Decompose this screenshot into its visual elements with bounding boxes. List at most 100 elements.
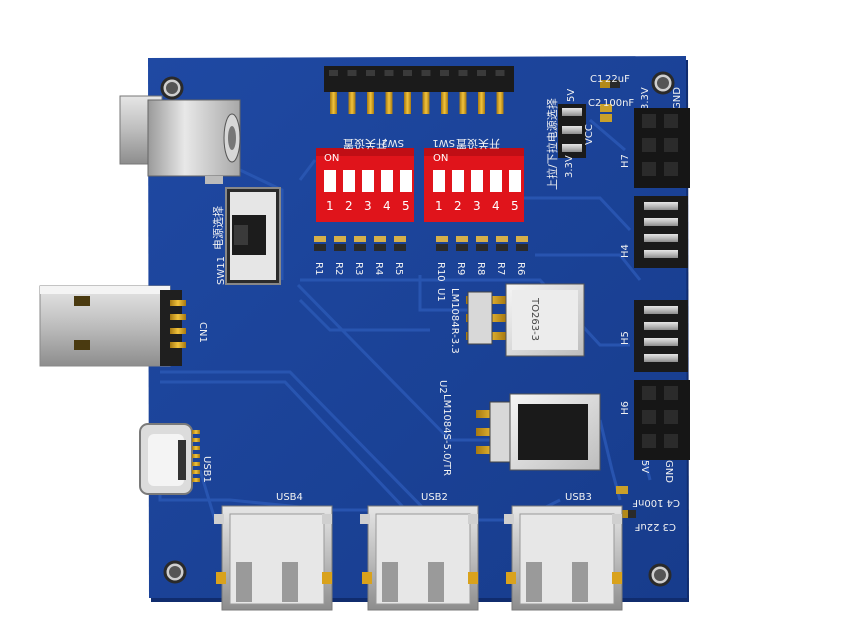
dc-jack [119,95,241,184]
c3-label: C3 22uF [634,521,676,532]
dip-number: 5 [402,199,410,213]
header-pin-top [440,70,449,76]
resistor-body [394,244,406,251]
header-pin-top [421,70,431,76]
resistor-label: R1 [313,262,324,275]
dip-number: 1 [435,199,443,213]
u2-part: LM1084S-5.0/TR [441,394,452,476]
header-h5 [634,300,688,372]
regulator-u2 [476,393,601,471]
dip-number: 2 [345,199,353,213]
c1-ref: C1 [590,74,603,85]
sw2-on-label: ON [324,153,339,164]
resistor-label: R5 [393,262,404,275]
pullup-jumper[interactable] [558,104,586,158]
resistor-label: R2 [333,262,344,275]
svg-text:开关设置: 开关设置 [343,137,387,151]
header-h4 [634,196,688,268]
dip-toggle[interactable] [362,170,374,192]
pullup-5v: 5V [566,89,577,102]
h4-label: H4 [620,244,631,258]
pullup-vcc: VCC [584,124,595,145]
u2-ref: U2 [437,380,448,394]
header-pin [330,92,337,114]
header-pin [404,92,411,114]
usb-port-usb3[interactable] [504,505,623,611]
sw1-on-label: ON [433,153,448,164]
resistor-body [516,244,528,251]
dip-number: 2 [454,199,462,213]
resistor-pad [334,236,346,242]
header-pin [348,92,356,114]
bottom-gnd: GND [663,460,674,483]
dip-toggle[interactable] [471,170,483,192]
dip-toggle[interactable] [452,170,464,192]
svg-text:C3 22uF: C3 22uF [634,521,676,532]
resistor-body [436,244,448,251]
dip-number: 4 [383,199,391,213]
header-pin [385,92,393,114]
resistor-label: R6 [515,262,526,275]
header-h7 [634,108,690,188]
resistor-body [354,244,366,251]
h7-label: H7 [620,154,631,168]
resistor-pad [314,236,326,242]
resistor-label: R4 [373,262,384,275]
usb-c-usb1 [139,423,200,495]
resistor-pad [394,236,406,242]
header-pin [496,92,504,114]
bottom-5v: 5V [639,460,650,473]
dip-toggle[interactable] [381,170,393,192]
mounting-holes [160,71,675,587]
resistor-pad [476,236,488,242]
resistor-pad [456,236,468,242]
resistor-label: R8 [475,262,486,275]
u1-ref: U1 [435,288,446,302]
usb2-label: USB2 [421,492,448,503]
dip-toggle[interactable] [400,170,412,192]
dip-number: 3 [473,199,481,213]
resistor-label: R9 [455,262,466,275]
header-pin [478,92,485,114]
resistor-pad [354,236,366,242]
header-pin [459,92,467,114]
dip-toggle[interactable] [433,170,445,192]
resistor-body [496,244,508,251]
dip-toggle[interactable] [509,170,521,192]
resistor-pad [496,236,508,242]
dip-toggle[interactable] [343,170,355,192]
dip-number: 4 [492,199,500,213]
resistor-body [334,244,346,251]
regulator-u1: TO263-3 [466,283,585,357]
resistor-label: R7 [495,262,506,275]
usb-a-plug-cn1 [39,285,186,367]
resistor-pad [374,236,386,242]
header-pin-top [403,70,412,76]
header-pin [367,92,374,114]
svg-text:SW1: SW1 [432,137,455,148]
usb-port-usb4[interactable] [214,505,333,611]
resistor-pad [516,236,528,242]
slide-switch-sw11[interactable] [225,187,281,285]
sw1-label-mirrored: 开关设置 [456,137,500,151]
resistor-body [456,244,468,251]
resistor-body [476,244,488,251]
header-pin-top [347,70,357,76]
sw2-ref-mirrored: SW2 [381,137,404,148]
dip-toggle[interactable] [490,170,502,192]
usb4-label: USB4 [276,492,303,503]
dip-number: 1 [326,199,334,213]
top-pin-header [324,66,514,114]
dip-toggle[interactable] [324,170,336,192]
header-pin-top [366,70,375,76]
usb1-ref: USB1 [201,456,212,483]
usb-port-usb2[interactable] [360,505,479,611]
svg-text:SW2: SW2 [381,137,404,148]
sw1-ref-mirrored: SW1 [432,137,455,148]
svg-text:C4 100nF: C4 100nF [632,497,680,508]
pullup-title: 上拉/下拉电源选择 [545,98,559,190]
